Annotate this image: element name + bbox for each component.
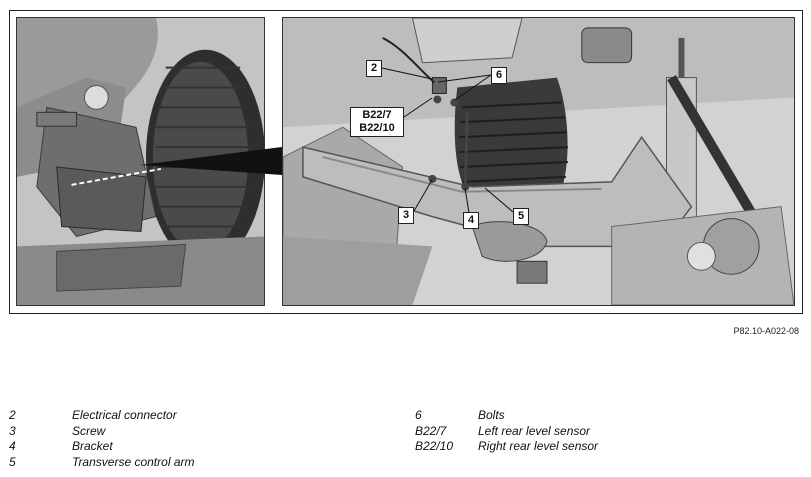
callout-b22-7-b22-10: B22/7 B22/10 [350,107,404,137]
legend-label: Electrical connector [72,408,177,422]
callout-5: 5 [513,208,529,225]
legend-label: Screw [72,423,106,438]
legend-number: 4 [9,439,16,453]
legend-number: 2 [9,408,16,422]
callout-6: 6 [491,67,507,84]
legend-number: 6 [415,408,422,422]
legend-number: B22/7 [415,423,447,438]
legend-label: Left rear level sensor [478,423,591,438]
detail-illustration [282,17,795,306]
callout-b22-7: B22/7 [362,109,392,121]
callout-4: 4 [463,212,479,229]
callout-b22-10: B22/10 [359,122,395,134]
callout-3: 3 [398,207,414,224]
legend-number: 5 [9,454,16,469]
legend-number: 3 [9,423,16,438]
legend-label: Bracket [72,439,113,453]
legend-label: Right rear level sensor [478,439,599,453]
zoom-wedge [140,147,282,175]
legend-label: Bolts [478,408,505,422]
legend-label: Transverse control arm [72,454,195,469]
figure-code: P82.10-A022-08 [733,326,799,336]
callout-2: 2 [366,60,382,77]
legend-number: B22/10 [415,439,454,453]
